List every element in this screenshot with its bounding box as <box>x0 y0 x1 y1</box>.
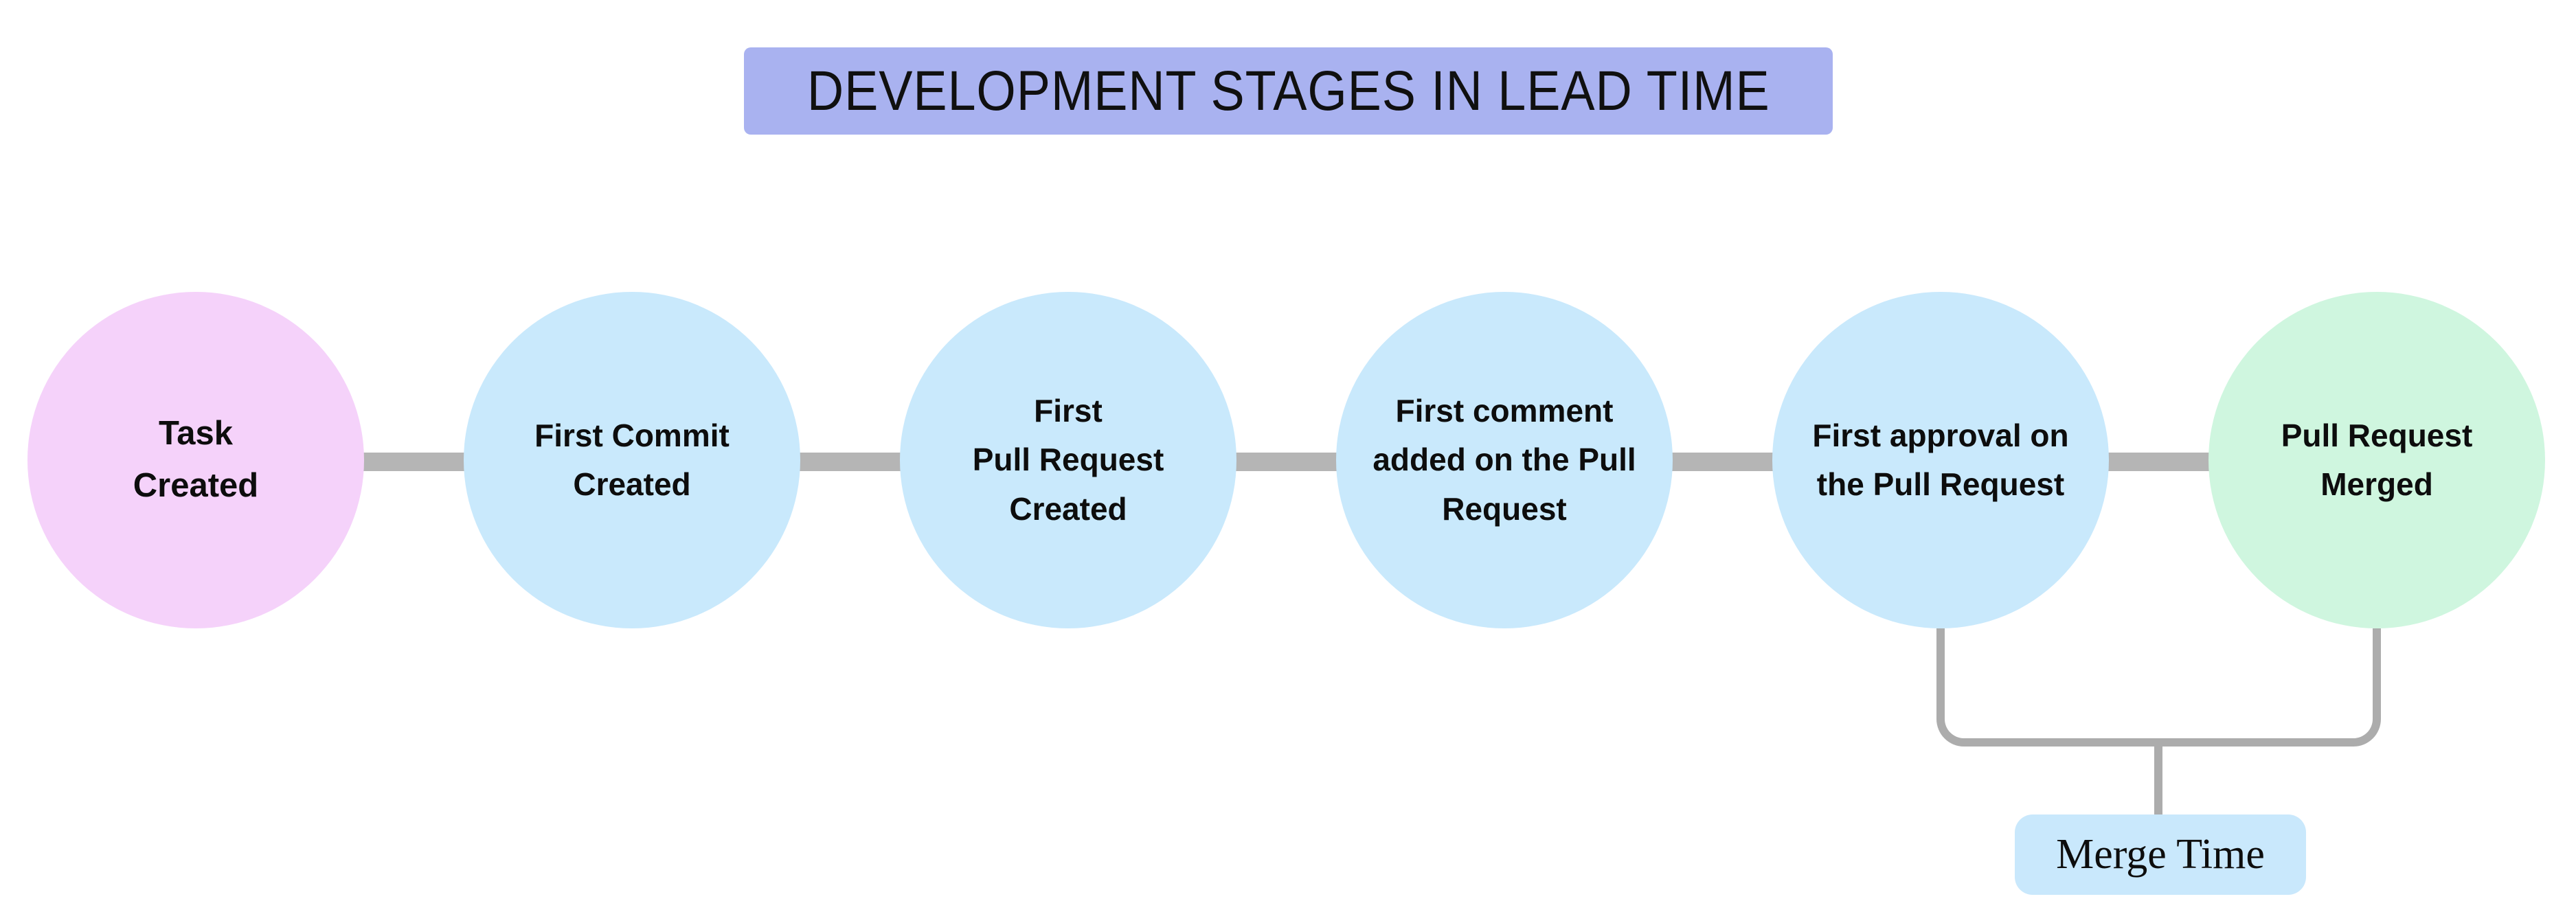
stage-circle-task-created: Task Created <box>27 292 364 628</box>
merge-time-bracket <box>1936 628 2381 747</box>
stage-circle-first-commit-created: First Commit Created <box>464 292 800 628</box>
stage-label-line: the Pull Request <box>1816 466 2065 502</box>
stage-circle-first-approval: First approval on the Pull Request <box>1772 292 2109 628</box>
stage-label-line: Created <box>1009 490 1127 527</box>
page-title: DEVELOPMENT STAGES IN LEAD TIME <box>806 59 1770 122</box>
stage-label-line: First Commit <box>534 417 730 453</box>
stage-label-line: Pull Request <box>972 442 1164 478</box>
stage-label-line: Created <box>133 467 259 504</box>
merge-time-bracket-stem <box>2154 747 2162 817</box>
stage-label-line: Request <box>1442 490 1567 527</box>
stage-circle-first-comment-added: First comment added on the Pull Request <box>1336 292 1673 628</box>
stage-label-line: Task <box>158 415 234 453</box>
title-banner: DEVELOPMENT STAGES IN LEAD TIME <box>744 47 1833 135</box>
stage-circle-first-pull-request-created: First Pull Request Created <box>900 292 1236 628</box>
stage-circle-pull-request-merged: Pull Request Merged <box>2208 292 2545 628</box>
stage-label-line: First comment <box>1395 393 1614 429</box>
stage-label-line: Created <box>573 466 691 502</box>
stage-label-line: First approval on <box>1812 417 2069 453</box>
stage-label-line: added on the Pull <box>1372 442 1636 478</box>
merge-time-text: Merge Time <box>2056 831 2265 878</box>
merge-time-label: Merge Time <box>2015 814 2306 895</box>
stage-label-line: Merged <box>2320 466 2433 502</box>
stage-label-line: First <box>1034 393 1103 429</box>
stage-label-line: Pull Request <box>2281 417 2473 453</box>
